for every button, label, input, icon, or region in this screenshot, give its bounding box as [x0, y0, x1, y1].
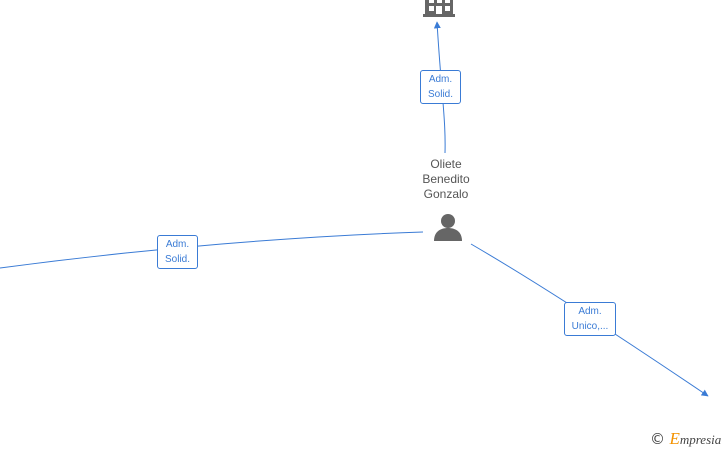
person-name-line: Gonzalo — [423, 187, 469, 201]
edge-label-to-left[interactable]: Adm. Solid. — [157, 235, 198, 269]
person-icon[interactable] — [433, 213, 463, 246]
person-name-line: Benedito — [422, 172, 470, 186]
edge-label-line: Solid. — [164, 254, 190, 265]
edge-label-to-company[interactable]: Adm. Solid. — [420, 70, 461, 104]
edge-label-line: Adm. — [578, 306, 602, 317]
edge-to-left — [0, 231, 424, 269]
edge-label-to-lower-right[interactable]: Adm. Unico,... — [564, 302, 616, 336]
edge-label-line: Solid. — [427, 89, 453, 100]
copyright-symbol: © — [650, 430, 665, 448]
footer-brand: © Empresia — [650, 429, 721, 449]
edge-label-line: Unico,... — [571, 321, 609, 332]
person-name-line: Oliete — [430, 157, 462, 171]
edge-label-line: Adm. — [428, 74, 453, 85]
brand-logo: Empresia — [669, 429, 722, 448]
brand-rest: mpresia — [679, 432, 722, 447]
edge-label-line: Adm. — [165, 239, 190, 250]
person-name[interactable]: Oliete Benedito Gonzalo — [406, 157, 486, 202]
building-icon[interactable] — [423, 0, 455, 23]
brand-initial: E — [669, 429, 680, 448]
